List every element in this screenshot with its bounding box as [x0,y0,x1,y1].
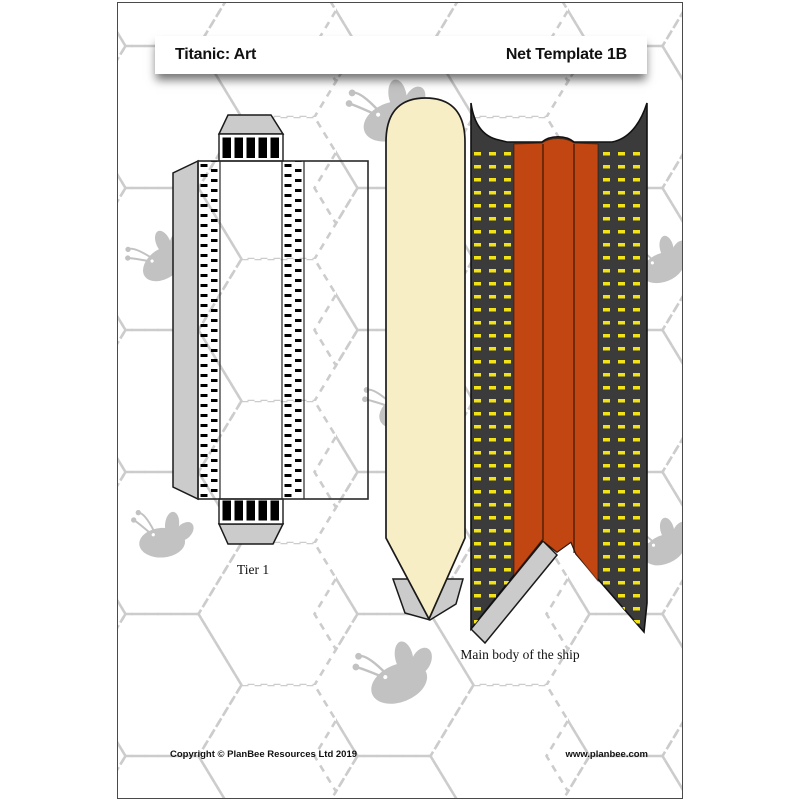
footer-copyright: Copyright © PlanBee Resources Ltd 2019 [170,749,358,760]
tier1-funnel-flap-top [217,114,285,135]
tier1-body-outline [197,160,369,500]
tier1-window-strip [282,161,304,499]
hull-fold-lines [542,144,575,553]
tier1-funnel-flap-bottom [217,523,285,545]
main-body-label: Main body of the ship [460,647,580,662]
worksheet-title: Titanic: Art [175,46,257,63]
tier1-fold-lines [219,161,305,499]
footer-website: www.planbee.com [565,749,648,760]
tier1-funnel-band-bottom [218,498,284,525]
tier1-label: Tier 1 [236,562,270,577]
main-body-net [385,97,648,645]
funnel-panel-group [513,138,599,583]
tier1-net [172,114,369,545]
porthole-panel-right [598,149,647,632]
worksheet-page: Titanic: Art Net Template 1B Tier 1 Main… [117,2,683,799]
tier1-funnel-band-top [218,133,284,162]
tier1-window-strip [198,161,220,499]
template-number-label: Net Template 1B [505,46,627,63]
tier1-glue-flap-left [172,159,199,501]
porthole-panel-left [471,149,514,632]
hull-glue-flap [469,539,559,645]
deck-piece [385,97,466,621]
title-banner: Titanic: Art Net Template 1B [155,36,647,74]
worksheet-graphics [118,3,682,798]
